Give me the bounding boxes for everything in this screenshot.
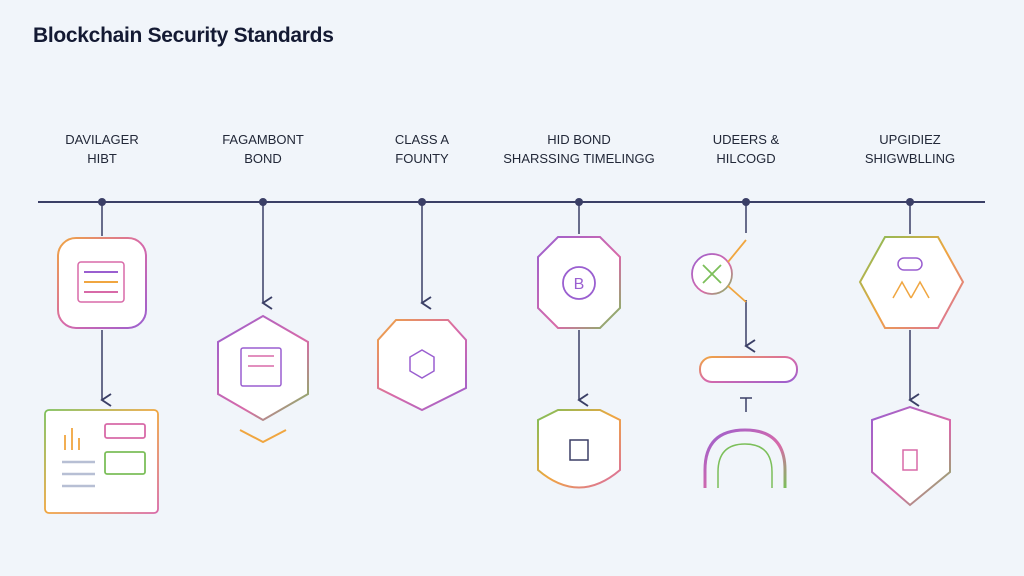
- bond-badge-icon: [537, 236, 621, 329]
- hexagon-cube-icon: [377, 319, 467, 412]
- bond-badge-letter: B: [574, 276, 585, 293]
- hexagon-database-icon: [217, 314, 309, 444]
- shield-lock-icon: [537, 409, 621, 489]
- network-node-icon: [691, 239, 747, 303]
- step-label-5: UDEERS &HILCOGD: [712, 132, 780, 166]
- document-icon: [57, 237, 147, 329]
- arch-gateway-icon: [703, 428, 787, 488]
- page-title: Blockchain Security Standards: [33, 24, 334, 47]
- pill-bar-icon: [699, 356, 798, 412]
- shield-upgrade-icon: [871, 405, 951, 507]
- hexagon-upgrade-icon: [858, 236, 965, 329]
- dashboard-card-icon: [44, 409, 159, 514]
